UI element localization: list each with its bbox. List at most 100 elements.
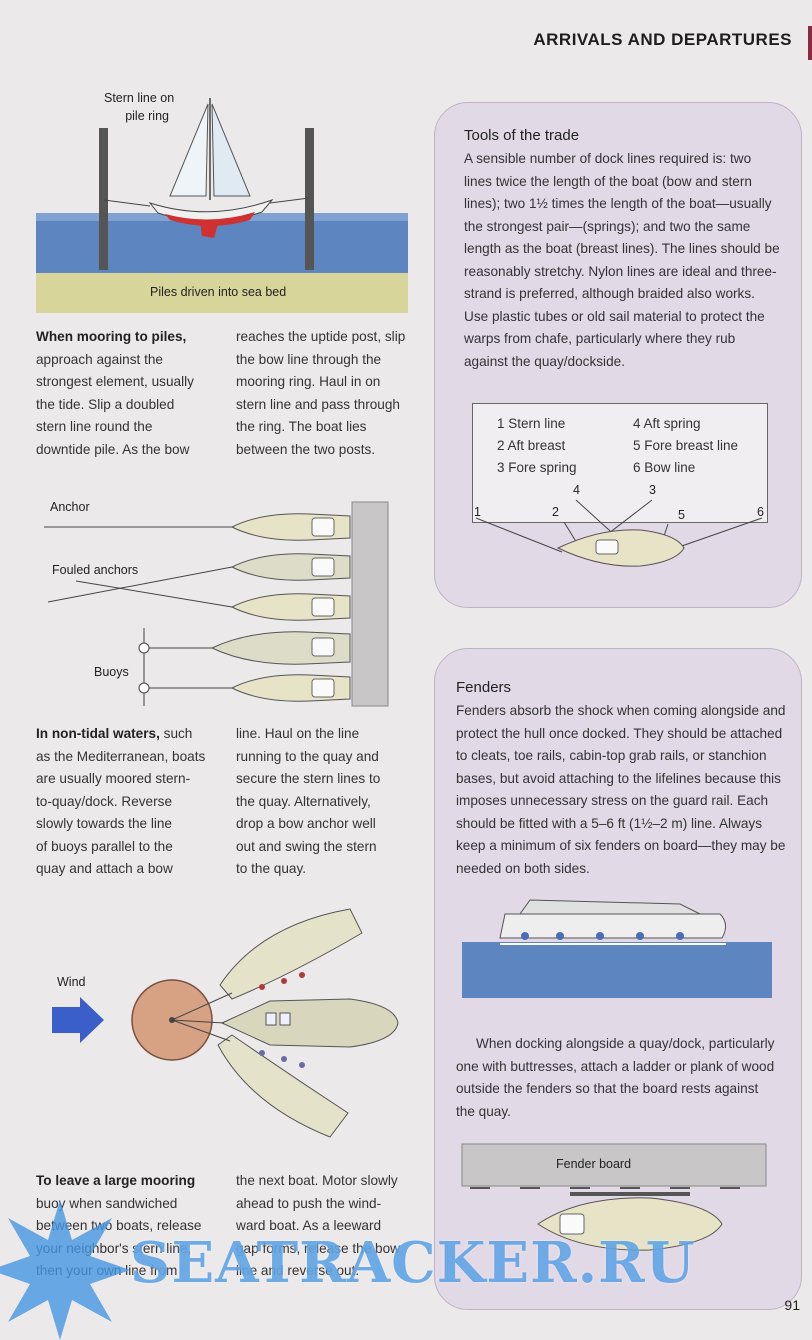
fender-board-quay <box>461 1143 767 1187</box>
text-line: When docking alongside a quay/dock, part… <box>476 1036 775 1051</box>
header-accent-tab <box>808 26 812 60</box>
stern-line <box>103 199 151 207</box>
piles-paragraph-left: When mooring to piles, approach against … <box>36 326 216 461</box>
wind-label: Wind <box>57 975 86 989</box>
text-line: should be fitted with a 5–6 ft (1½–2 m) … <box>456 815 763 831</box>
paragraph-line: running to the quay and <box>236 748 379 764</box>
line-number-4: 4 <box>573 483 580 497</box>
text-line: length as the boat (breast lines). The l… <box>464 241 780 256</box>
paragraph-line: the quay. Alternatively, <box>236 793 371 809</box>
buoy-1 <box>138 642 150 654</box>
text-line: reasonably stretchy. Nylon lines are ide… <box>464 263 777 279</box>
fender-sea <box>462 942 772 998</box>
paragraph-line: the bow line through the <box>236 351 382 367</box>
paragraph-line: gap forms, release the bow <box>236 1240 400 1256</box>
jib <box>211 103 251 197</box>
paragraph-line: between two boats, release <box>36 1218 202 1233</box>
paragraph-line: ahead to push the wind- <box>236 1195 382 1211</box>
tools-text: A sensible number of dock lines required… <box>464 148 794 373</box>
watermark-text: SEATRACKER.RU <box>130 1230 696 1296</box>
fenders-text: Fenders absorb the shock when coming alo… <box>456 700 796 880</box>
paragraph-line: the tide. Slip a doubled <box>36 396 175 412</box>
text-line: bases, but avoid attaching to the lifeli… <box>456 770 781 786</box>
text-line: protect the hull once docked. They shoul… <box>456 725 783 741</box>
page-header-title: ARRIVALS AND DEPARTURES <box>533 30 792 49</box>
piles-seabed-label: Piles driven into sea bed <box>150 285 287 299</box>
piles-illustration <box>36 98 408 313</box>
paragraph-line: the ring. The boat lies <box>236 419 367 434</box>
paragraph-line: line and reverse out. <box>236 1263 360 1278</box>
paragraph-lead: In non-tidal waters, <box>36 726 160 741</box>
fenders-title: Fenders <box>456 679 512 696</box>
keel <box>200 222 218 238</box>
paragraph-line: reaches the uptide post, slip <box>236 329 406 344</box>
mainsail <box>169 103 209 197</box>
text-line: to cleats, toe rails, cabin-top grab rai… <box>456 748 767 763</box>
text-line: the quay. <box>456 1103 511 1119</box>
dock-lines-diagram-frame <box>472 403 768 523</box>
boat-with-fender-board <box>537 1197 723 1251</box>
pile-left <box>99 128 108 270</box>
anchors-illustration <box>44 501 389 707</box>
anchor-paragraph-right: line. Haul on the line running to the qu… <box>236 723 421 881</box>
buoy-2 <box>138 682 150 694</box>
text-line: Fenders absorb the shock when coming alo… <box>456 703 786 718</box>
page-number: 91 <box>784 1297 800 1313</box>
dock-lines-legend-right: 4 Aft spring 5 Fore breast line 6 Bow li… <box>633 413 738 479</box>
text-line: against the quay/dockside. <box>464 353 625 369</box>
paragraph-line: line. Haul on the line <box>236 726 360 741</box>
paragraph-line: downtide pile. As the bow <box>36 441 190 457</box>
line-number-2: 2 <box>552 505 559 519</box>
fender-board-label: Fender board <box>556 1157 632 1171</box>
legend-item: 1 Stern line <box>497 416 566 431</box>
tools-title: Tools of the trade <box>464 127 580 144</box>
paragraph-line: are usually moored stern- <box>36 771 191 786</box>
dock-lines-legend-left: 1 Stern line 2 Aft breast 3 Fore spring <box>497 413 577 479</box>
paragraph-lead: To leave a large mooring <box>36 1173 196 1188</box>
paragraph-line: between the two posts. <box>236 441 376 457</box>
fender-board-text: When docking alongside a quay/dock, part… <box>456 1033 796 1123</box>
paragraph-lead: When mooring to piles, <box>36 329 187 344</box>
paragraph-line: approach against the <box>36 351 163 367</box>
paragraph-line: to the quay. <box>236 861 307 876</box>
text-line: A sensible number of dock lines required… <box>464 151 752 166</box>
paragraph-line: mooring ring. Haul in on <box>236 374 381 389</box>
boat-middle <box>220 998 399 1048</box>
piles-paragraph-right: reaches the uptide post, slip the bow li… <box>236 326 421 461</box>
stern-line-label: Stern line on pile ring <box>104 89 174 125</box>
fouled-anchor-line-1 <box>47 566 233 603</box>
paragraph-line: of buoys parallel to the <box>36 838 173 854</box>
paragraph-line: buoy when sandwiched <box>36 1195 178 1211</box>
boat-leeward <box>217 1034 349 1138</box>
paragraph-line: the next boat. Motor slowly <box>236 1173 398 1188</box>
alongside-hull <box>499 913 726 939</box>
legend-item: 3 Fore spring <box>497 460 577 475</box>
text-line: lines); two 1½ times the length of the b… <box>464 196 772 211</box>
tools-box <box>434 102 802 608</box>
line-number-1: 1 <box>474 505 481 519</box>
fouled-anchors-label: Fouled anchors <box>52 563 139 577</box>
text-line: keep a minimum of six fenders on board—t… <box>456 838 786 853</box>
quay <box>351 501 389 707</box>
paragraph-lead-rest: such <box>159 726 193 741</box>
paragraph-line: strongest element, usually <box>36 374 194 389</box>
paragraph-line: ward boat. As a leeward <box>236 1218 382 1233</box>
wind-arrow <box>52 997 104 1043</box>
seabed-area <box>36 273 408 313</box>
text-line: lines twice the length of the boat (bow … <box>464 173 752 189</box>
paragraph-line: slowly towards the line <box>36 816 172 831</box>
text-line: the strongest pair—(springs); and two th… <box>464 218 751 234</box>
legend-item: 4 Aft spring <box>633 416 701 431</box>
paragraph-line: secure the stern lines to <box>236 771 381 786</box>
dock-lines-diagram <box>475 499 763 567</box>
paragraph-line: as the Mediterranean, boats <box>36 748 206 764</box>
paragraph-line: out and swing the stern <box>236 838 377 854</box>
label-line: pile ring <box>125 109 169 123</box>
legend-item: 5 Fore breast line <box>633 438 739 453</box>
label-line: Stern line on <box>104 91 175 105</box>
text-line: strand is preferred, although braided al… <box>464 286 755 301</box>
text-line: needed on both sides. <box>456 860 590 876</box>
text-line: Use plastic tubes or old sail material t… <box>464 308 765 324</box>
line-number-3: 3 <box>649 483 656 497</box>
